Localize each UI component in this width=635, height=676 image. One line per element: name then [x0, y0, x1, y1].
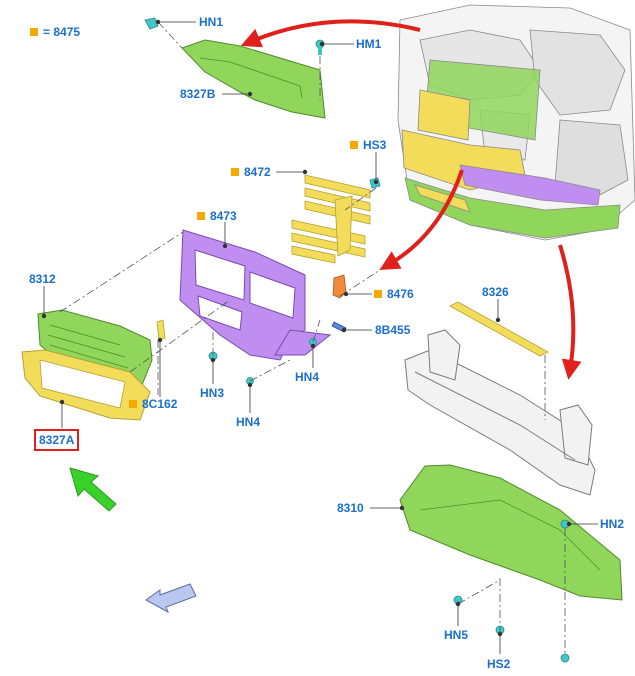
- part-8310-underbody-shield: [399, 464, 623, 601]
- legend-8475: = 8475: [30, 25, 80, 39]
- label-8312: 8312: [29, 272, 56, 286]
- label-hs3: HS3: [350, 138, 386, 152]
- label-hs2: HS2: [487, 657, 511, 671]
- locator-arrows: [240, 19, 582, 380]
- part-8473-carrier: [179, 229, 332, 361]
- square-marker-icon: [30, 28, 38, 36]
- label-8c162: 8C162: [129, 397, 177, 411]
- part-8327a-grille-surround: [21, 349, 151, 421]
- label-hm1: HM1: [356, 37, 382, 51]
- part-8c162-bracket: [156, 319, 166, 341]
- assembly-centerlines: [59, 21, 566, 655]
- leader-lines: [41, 19, 598, 654]
- label-hn5: HN5: [444, 628, 469, 642]
- square-marker-icon: [350, 141, 358, 149]
- hn2-clip-icon: [560, 519, 570, 663]
- part-8326-strip: [449, 301, 549, 357]
- label-8327b: 8327B: [180, 87, 216, 101]
- green-pointer-arrow-icon: [69, 467, 117, 512]
- label-8473: 8473: [197, 209, 237, 223]
- label-hn1: HN1: [199, 15, 224, 29]
- square-marker-icon: [231, 168, 239, 176]
- label-8326: 8326: [482, 285, 509, 299]
- view-direction-arrow-icon: [145, 583, 197, 614]
- part-8476-bracket: [332, 274, 347, 299]
- square-marker-icon: [129, 400, 137, 408]
- label-8472: 8472: [231, 165, 271, 179]
- label-hn4-left: HN4: [236, 415, 261, 429]
- vehicle-front-end: [397, 4, 635, 241]
- bumper-reinforcement-beam: [404, 329, 596, 496]
- square-marker-icon: [374, 290, 382, 298]
- hn1-clip-icon: [144, 17, 159, 30]
- label-hn3: HN3: [200, 386, 225, 400]
- label-hn2: HN2: [600, 517, 625, 531]
- label-8b455: 8B455: [375, 323, 411, 337]
- part-8327b-upper-shield: [181, 39, 326, 119]
- label-8476: 8476: [374, 287, 414, 301]
- square-marker-icon: [197, 212, 205, 220]
- label-hn4-right: HN4: [295, 370, 320, 384]
- label-8327a-highlighted: 8327A: [34, 429, 80, 451]
- label-8310: 8310: [337, 501, 364, 515]
- part-8472-shutter: [291, 174, 371, 264]
